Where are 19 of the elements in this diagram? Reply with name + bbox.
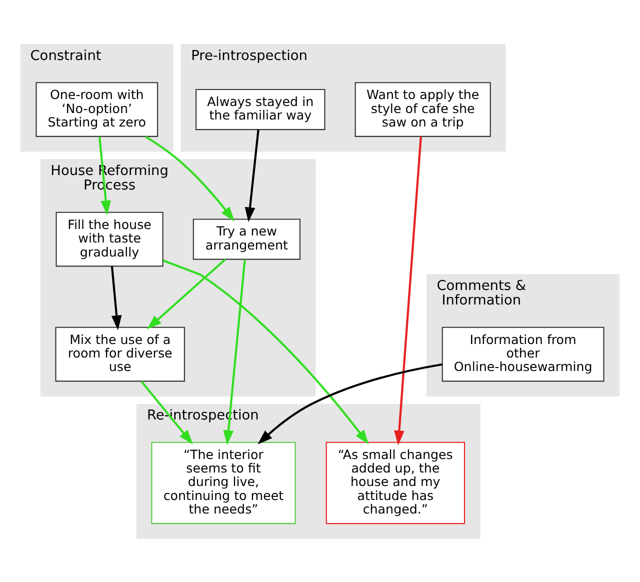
node-box: Mix the use of a room for diverse use: [55, 326, 185, 382]
node-box: Try a new arrangement: [192, 218, 300, 260]
arrow: [98, 136, 111, 215]
arrow: [244, 129, 260, 222]
node-box: “As small changes added up, the house and my attitude has changed.”: [326, 441, 466, 524]
node-box: Always stayed in the familiar way: [196, 88, 326, 130]
arrow: [140, 380, 193, 444]
arrow: [110, 266, 122, 330]
arrow: [223, 259, 246, 445]
arrow: [144, 135, 235, 221]
node-box: Fill the house with taste gradually: [56, 211, 164, 266]
node-box: Information from other Online-housewarming: [442, 326, 604, 382]
node-box: Want to apply the style of cafe she saw on a trip: [354, 82, 491, 136]
arrow: [394, 136, 422, 445]
arrow: [146, 258, 226, 329]
arrow: [162, 259, 369, 444]
node-box: “The interior seems to fit during live, continuing to meet the needs”: [151, 441, 296, 524]
arrow: [258, 362, 442, 444]
node-box: One-room with ‘No-option’ Starting at zero: [36, 82, 158, 136]
